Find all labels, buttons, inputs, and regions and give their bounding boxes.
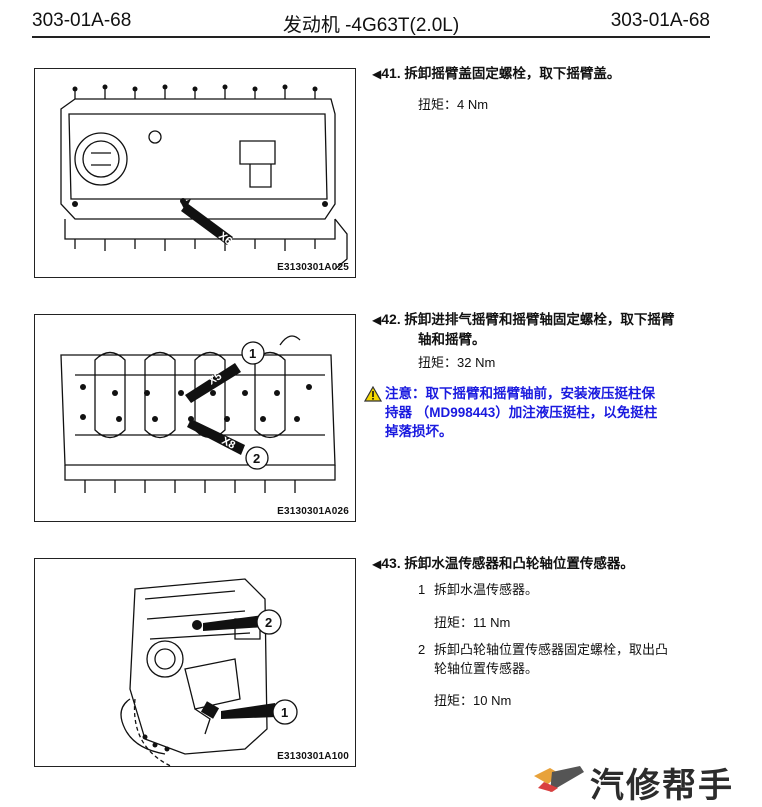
caution-line3: 掉落损坏。	[385, 424, 453, 439]
step-41: ◀41. 拆卸摇臂盖固定螺栓，取下摇臂盖。	[372, 64, 707, 84]
step-43: ◀43. 拆卸水温传感器和凸轮轴位置传感器。	[372, 554, 707, 574]
step-text-line2: 轴和摇臂。	[418, 332, 486, 347]
substep-number: 2	[418, 642, 426, 657]
callout-lower-count: X8	[220, 435, 237, 452]
step-number: 42	[381, 311, 397, 327]
substep-text-line1: 拆卸凸轮轴位置传感器固定螺栓，取出凸	[434, 642, 669, 657]
page-code-right: 303-01A-68	[610, 10, 710, 31]
step-title: ◀41. 拆卸摇臂盖固定螺栓，取下摇臂盖。	[372, 64, 707, 84]
figure-rocker-cover: X6 E3130301A025	[34, 68, 356, 278]
step-marker-icon: ◀	[372, 67, 382, 81]
step-text: . 拆卸水温传感器和凸轮轴位置传感器。	[396, 556, 634, 571]
header-divider	[32, 36, 710, 38]
page-header: 303-01A-68 发动机 -4G63T(2.0L) 303-01A-68	[32, 4, 710, 36]
torque-value: 扭矩：10 Nm	[434, 693, 512, 708]
caution-line1: 注意：取下摇臂和摇臂轴前，安装液压挺柱保	[385, 386, 655, 401]
figure-code: E3130301A025	[277, 262, 349, 273]
watermark-logo: 汽修帮手	[530, 758, 762, 806]
substep-text-line2: 轮轴位置传感器。	[434, 661, 539, 676]
page-title: 发动机 -4G63T(2.0L)	[282, 15, 460, 36]
step-number: 43	[381, 555, 397, 571]
label-1: 1	[281, 705, 288, 720]
step-text: . 拆卸摇臂盖固定螺栓，取下摇臂盖。	[396, 66, 621, 81]
figure-code: E3130301A100	[277, 751, 349, 762]
figure-rocker-arm: X5 X8 1 2 E3130301A026	[34, 314, 356, 522]
step-marker-icon: ◀	[372, 313, 382, 327]
substep-2: 2 拆卸凸轮轴位置传感器固定螺栓，取出凸 轮轴位置传感器。	[418, 640, 718, 680]
page-code-left: 303-01A-68	[32, 10, 132, 31]
watermark-text: 汽修帮手	[590, 766, 734, 806]
caution-line2: 持器 （MD998443）加注液压挺柱，以免挺柱	[385, 405, 658, 420]
sensors-illustration: 2 1	[120, 578, 298, 766]
step-title: ◀42. 拆卸进排气摇臂和摇臂轴固定螺栓，取下摇臂	[372, 310, 707, 330]
label-2: 2	[253, 451, 260, 466]
wrench-logo-icon	[534, 766, 584, 792]
step-number: 41	[381, 65, 397, 81]
figure-sensors: 2 1 E3130301A100	[34, 558, 356, 767]
rocker-arm-illustration: X5 X8 1 2	[60, 335, 336, 493]
figure-code: E3130301A026	[277, 506, 349, 517]
torque-value: 扭矩：11 Nm	[434, 615, 511, 630]
step-42: ◀42. 拆卸进排气摇臂和摇臂轴固定螺栓，取下摇臂 轴和摇臂。	[372, 310, 707, 349]
label-2: 2	[265, 615, 272, 630]
rocker-cover-illustration: X6	[60, 84, 348, 270]
torque-value: 扭矩：32 Nm	[418, 355, 496, 370]
substep-1: 1 拆卸水温传感器。	[418, 580, 718, 600]
substep-text: 拆卸水温传感器。	[434, 582, 539, 597]
step-marker-icon: ◀	[372, 557, 382, 571]
warning-icon	[364, 386, 382, 402]
substep-number: 1	[418, 582, 426, 597]
caution-note: 注意：取下摇臂和摇臂轴前，安装液压挺柱保 持器 （MD998443）加注液压挺柱…	[385, 384, 710, 441]
torque-value: 扭矩：4 Nm	[418, 97, 489, 112]
label-1: 1	[249, 346, 256, 361]
step-text-line1: . 拆卸进排气摇臂和摇臂轴固定螺栓，取下摇臂	[396, 312, 675, 327]
step-title: ◀43. 拆卸水温传感器和凸轮轴位置传感器。	[372, 554, 707, 574]
